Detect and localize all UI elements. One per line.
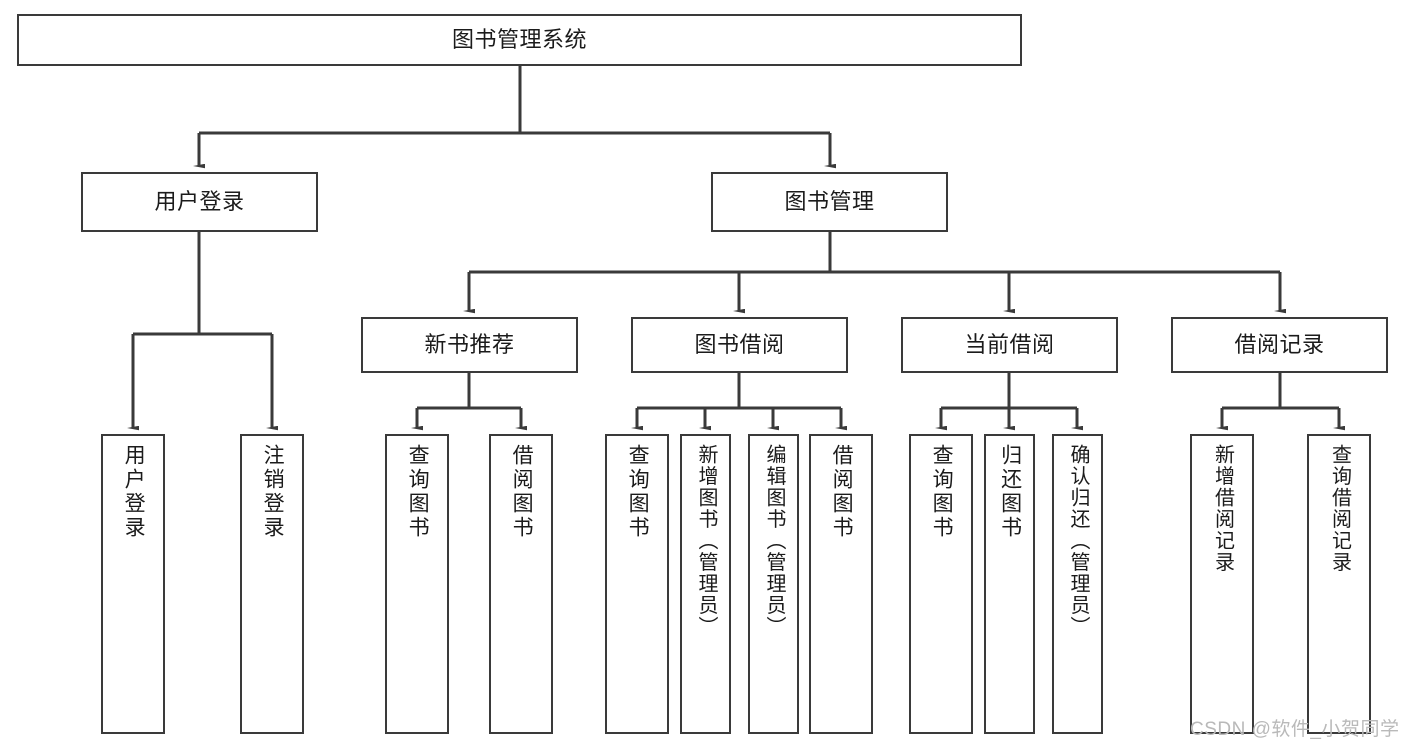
- node-leaf-logout-login[interactable]: 注销登录: [240, 434, 304, 734]
- node-user-login[interactable]: 用户登录: [81, 172, 318, 232]
- node-leaf-query-book-3-label: 查询图书: [930, 444, 954, 540]
- node-book-manage-label: 图书管理: [784, 188, 875, 214]
- node-leaf-edit-book[interactable]: 编辑图书（管理员）: [748, 434, 799, 734]
- csdn-watermark: CSDN @软件_小贺同学: [1190, 719, 1400, 740]
- node-leaf-query-record-label: 查询借阅记录: [1328, 444, 1351, 573]
- node-leaf-borrow-book-2-label: 借阅图书: [830, 444, 854, 540]
- node-leaf-query-book-3[interactable]: 查询图书: [909, 434, 973, 734]
- node-leaf-add-book[interactable]: 新增图书（管理员）: [680, 434, 731, 734]
- node-leaf-query-book-1[interactable]: 查询图书: [385, 434, 449, 734]
- node-leaf-query-record[interactable]: 查询借阅记录: [1307, 434, 1371, 734]
- node-borrow-record-label: 借阅记录: [1234, 331, 1325, 357]
- node-book-borrow[interactable]: 图书借阅: [631, 317, 848, 373]
- node-leaf-edit-book-label: 编辑图书（管理员）: [763, 444, 785, 638]
- node-leaf-return-book[interactable]: 归还图书: [984, 434, 1035, 734]
- node-leaf-borrow-book-1[interactable]: 借阅图书: [489, 434, 553, 734]
- node-current-borrow[interactable]: 当前借阅: [901, 317, 1118, 373]
- node-leaf-user-login[interactable]: 用户登录: [101, 434, 165, 734]
- node-leaf-add-record[interactable]: 新增借阅记录: [1190, 434, 1254, 734]
- node-leaf-confirm-return-label: 确认归还（管理员）: [1067, 444, 1089, 638]
- node-user-login-label: 用户登录: [154, 188, 245, 214]
- node-borrow-record[interactable]: 借阅记录: [1171, 317, 1388, 373]
- node-new-book-recommend[interactable]: 新书推荐: [361, 317, 578, 373]
- node-leaf-logout-login-label: 注销登录: [261, 444, 285, 540]
- node-current-borrow-label: 当前借阅: [964, 331, 1055, 357]
- node-leaf-borrow-book-2[interactable]: 借阅图书: [809, 434, 873, 734]
- node-leaf-confirm-return[interactable]: 确认归还（管理员）: [1052, 434, 1103, 734]
- node-book-borrow-label: 图书借阅: [694, 331, 785, 357]
- node-leaf-borrow-book-1-label: 借阅图书: [510, 444, 534, 540]
- node-book-manage[interactable]: 图书管理: [711, 172, 948, 232]
- node-leaf-query-book-2[interactable]: 查询图书: [605, 434, 669, 734]
- node-leaf-query-book-1-label: 查询图书: [406, 444, 430, 540]
- node-leaf-query-book-2-label: 查询图书: [626, 444, 650, 540]
- node-root-system[interactable]: 图书管理系统: [17, 14, 1022, 66]
- node-leaf-add-record-label: 新增借阅记录: [1211, 444, 1234, 573]
- node-leaf-return-book-label: 归还图书: [998, 444, 1022, 540]
- node-new-book-recommend-label: 新书推荐: [424, 331, 515, 357]
- node-root-system-label: 图书管理系统: [451, 26, 587, 52]
- node-leaf-user-login-label: 用户登录: [122, 444, 146, 540]
- node-leaf-add-book-label: 新增图书（管理员）: [695, 444, 717, 638]
